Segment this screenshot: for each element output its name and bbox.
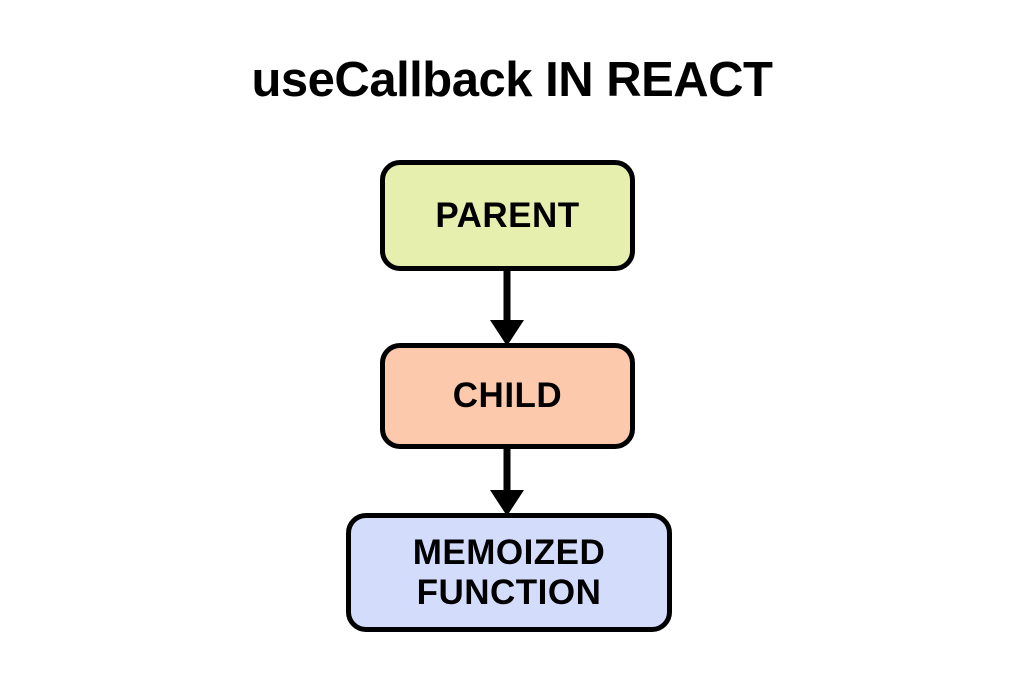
node-memoized-function-label-line1: MEMOIZED [412, 533, 606, 573]
node-parent: PARENT [380, 160, 635, 271]
page-title: useCallback IN REACT [251, 53, 774, 107]
node-memoized-function-label: MEMOIZED FUNCTION [413, 533, 606, 611]
edge-child-to-memoized [483, 446, 531, 518]
node-memoized-function-label-line2: FUNCTION [416, 572, 602, 612]
node-child-label: CHILD [452, 376, 563, 416]
node-parent-label: PARENT [435, 195, 580, 235]
node-memoized-function: MEMOIZED FUNCTION [346, 513, 672, 632]
node-child: CHILD [380, 343, 635, 449]
edge-parent-to-child [483, 268, 531, 348]
